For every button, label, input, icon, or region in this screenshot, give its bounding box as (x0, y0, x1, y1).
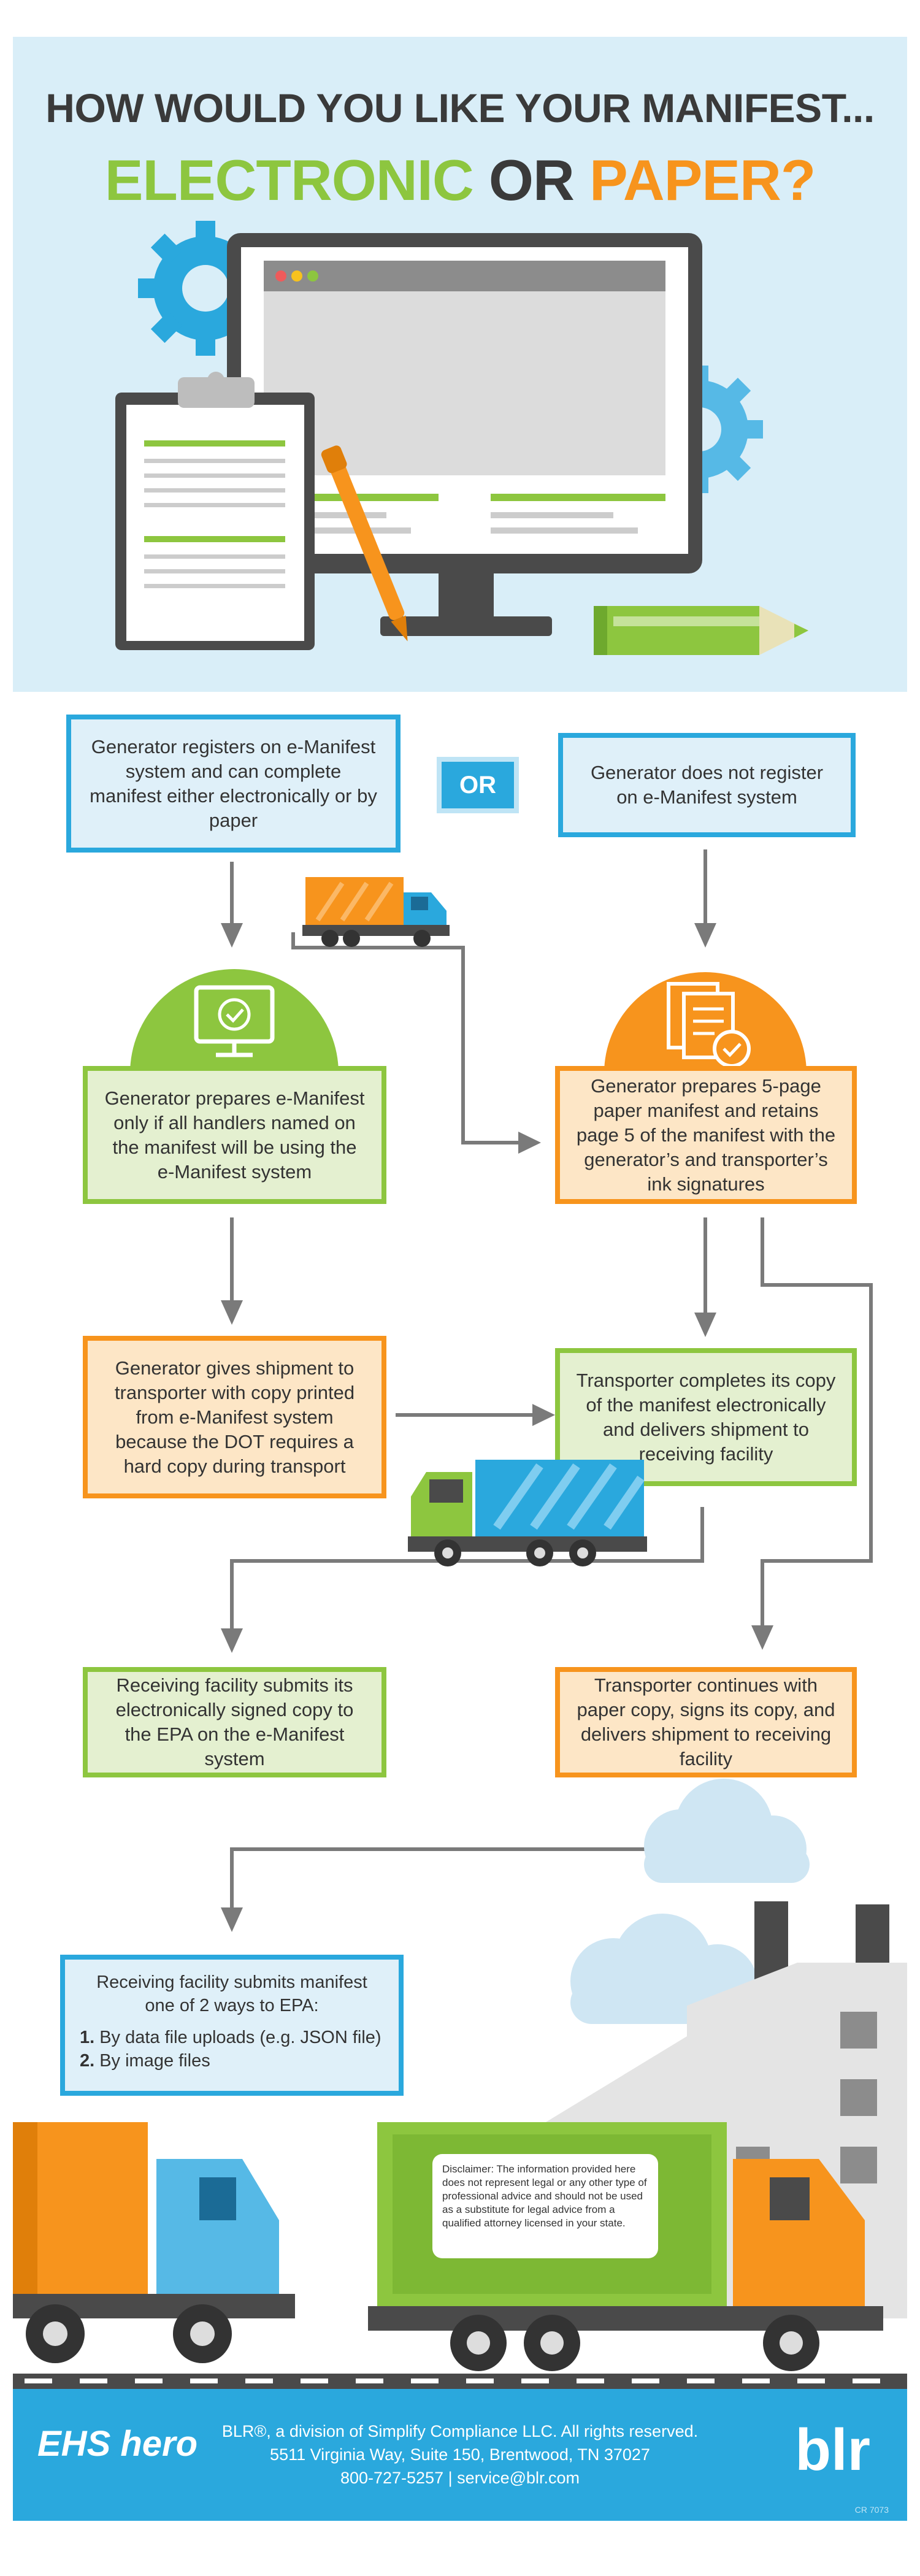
footer: EHS hero BLR®, a division of Simplify Co… (13, 2389, 907, 2521)
list-item: 2.By image files (80, 2051, 210, 2071)
footer-line2: 5511 Virginia Way, Suite 150, Brentwood,… (270, 2445, 650, 2464)
title-electronic: ELECTRONIC (104, 148, 474, 212)
title-paper: PAPER? (589, 148, 816, 212)
title-line2: ELECTRONIC OR PAPER? (13, 147, 907, 213)
pen-icon (321, 445, 408, 642)
prepares-paper-manifest-box: Generator prepares 5-page paper manifest… (555, 1066, 857, 1204)
flow-connectors (221, 849, 873, 1932)
disclaimer-text: Disclaimer: The information provided her… (432, 2154, 658, 2258)
cloud-icon (644, 1779, 810, 1883)
title-line1: HOW WOULD YOU LIKE YOUR MANIFEST... (45, 85, 875, 131)
footer-contact: BLR®, a division of Simplify Compliance … (13, 2420, 907, 2490)
final-submission-list: 1.By data file uploads (e.g. JSON file) … (80, 2026, 384, 2072)
gives-shipment-box: Generator gives shipment to transporter … (83, 1336, 386, 1498)
prepares-e-manifest-box: Generator prepares e-Manifest only if al… (83, 1066, 386, 1204)
footer-line3: 800-727-5257 | service@blr.com (340, 2469, 580, 2487)
title-or: OR (488, 148, 575, 212)
final-submission-heading: Receiving facility submits manifest one … (96, 1972, 367, 2015)
list-item: 1.By data file uploads (e.g. JSON file) (80, 2028, 381, 2047)
truck-icon (13, 2122, 295, 2363)
footer-line1: BLR®, a division of Simplify Compliance … (221, 2422, 699, 2440)
checkmark-monitor-icon (130, 969, 339, 1073)
generator-not-register-box: Generator does not register on e-Manifes… (558, 733, 856, 837)
document-check-icon (604, 972, 807, 1073)
ehs-hero-logo: EHS hero (37, 2424, 198, 2464)
receiving-submits-signed-box: Receiving facility submits its electroni… (83, 1667, 386, 1777)
monitor-icon (227, 233, 702, 636)
final-submission-box: Receiving facility submits manifest one … (60, 1955, 404, 2096)
pencil-icon (594, 606, 808, 655)
transporter-continues-box: Transporter continues with paper copy, s… (555, 1667, 857, 1777)
document-code: CR 7073 (854, 2505, 889, 2515)
blr-logo: blr (795, 2417, 870, 2483)
generator-registers-box: Generator registers on e-Manifest system… (66, 715, 401, 853)
hero-illustration (115, 221, 808, 655)
clipboard-icon (115, 372, 315, 650)
or-badge: OR (437, 757, 519, 813)
truck-icon (302, 877, 450, 947)
truck-icon (408, 1460, 647, 1566)
